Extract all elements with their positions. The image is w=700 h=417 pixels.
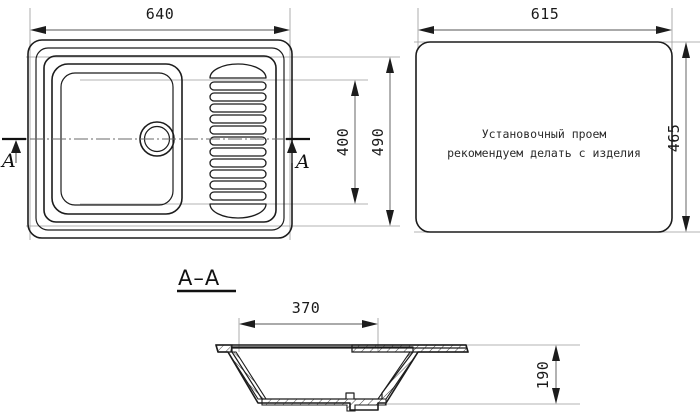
section-marker-left-label: A [0,150,16,172]
dimension-615: 615 [418,5,672,34]
drainboard-rib [209,92,267,102]
drainboard-rib [209,147,267,157]
dimension-615-label: 615 [531,5,560,23]
cutout-rectangle [415,41,673,233]
dimension-400-label: 400 [334,128,352,157]
dimension-490-label: 490 [369,128,387,157]
cutout-view-group: 615 Установочный проем рекомендуем делат… [414,5,700,233]
drainboard-rib [209,125,267,135]
dimension-640: 640 [30,5,290,34]
drainboard-rib [209,180,267,190]
dimension-640-label: 640 [146,5,175,23]
dimension-190: 190 [534,345,560,404]
section-marker-a-left: A [0,137,26,172]
drainboard-top-arc [209,63,267,79]
dimension-465-label: 465 [665,124,683,153]
top-view-extension-lines [26,8,400,240]
drainboard-rib [209,169,267,179]
drainboard-rib [209,81,267,91]
section-view-title: A–A [178,266,220,290]
section-view-group: A–A 370 [177,266,580,412]
dimension-400: 400 [334,80,359,204]
top-view-group: 640 [0,5,400,240]
section-marker-right-label: A [294,151,310,173]
cutout-note-line-1: Установочный проем [482,127,607,141]
dimension-190-label: 190 [534,361,552,390]
drainboard-rib [209,103,267,113]
drainboard-bottom-arc [209,203,267,219]
dimension-465: 465 [665,42,690,232]
drainboard-rib [209,136,267,146]
cutout-note-line-2: рекомендуем делать с изделия [447,146,641,160]
section-base-hatch [261,398,387,412]
section-rim-hatch-left [215,344,233,353]
dimension-370-label: 370 [292,299,321,317]
drainboard-rib [209,158,267,168]
dimension-490: 490 [369,57,394,226]
section-marker-a-right: A [286,137,310,173]
drainboard-rib [209,114,267,124]
dimension-370: 370 [239,299,378,328]
drainboard-rib [209,191,267,201]
drainboard [209,63,267,219]
